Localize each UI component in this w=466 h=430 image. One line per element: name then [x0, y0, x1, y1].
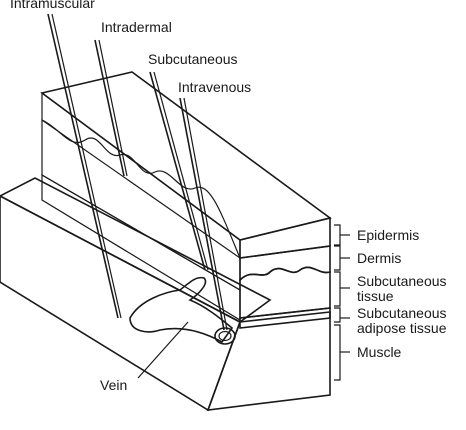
intradermal-needle — [94, 39, 125, 177]
subcutaneous-needle-label: Subcutaneous — [148, 51, 238, 67]
intravenous-needle-edge — [183, 97, 228, 331]
subcutaneous-front — [239, 266, 331, 319]
adipose-front — [239, 307, 331, 329]
intradermal-needle-edge — [98, 39, 128, 177]
subcutaneous-needle-edge — [153, 71, 209, 271]
skin-block — [40, 71, 332, 329]
muscle-block — [0, 177, 331, 412]
intradermal-label: Intradermal — [101, 19, 172, 35]
layer-brackets — [334, 224, 350, 381]
intravenous-needle — [179, 97, 225, 331]
dermis-label: Dermis — [357, 250, 401, 266]
dermis-side — [41, 119, 241, 292]
vein-label: Vein — [100, 377, 127, 393]
skin-top-surface — [40, 71, 332, 241]
bracket-muscle — [334, 324, 341, 381]
adipose-tissue-label-1: Subcutaneous — [357, 305, 447, 321]
intramuscular-needle — [47, 13, 119, 319]
subcutaneous-tissue-label-1: Subcutaneous — [357, 273, 447, 289]
adipose-tissue-label-2: adipose tissue — [357, 320, 447, 336]
subcutaneous-needle — [149, 71, 206, 271]
epidermis-label: Epidermis — [357, 227, 419, 243]
bracket-dermis — [334, 245, 341, 271]
bracket-adipose — [334, 307, 341, 323]
subcutaneous-tissue-label-2: tissue — [357, 288, 394, 304]
bracket-subcutaneous — [334, 271, 341, 307]
bracket-epidermis — [334, 224, 341, 246]
vein-leader-line — [137, 321, 189, 379]
needles — [47, 13, 228, 331]
intramuscular-needle-edge — [51, 13, 122, 319]
intramuscular-label: Intramuscular — [10, 0, 95, 11]
vein-shape — [129, 276, 236, 345]
muscle-label: Muscle — [357, 344, 402, 360]
intravenous-label: Intravenous — [178, 79, 251, 95]
